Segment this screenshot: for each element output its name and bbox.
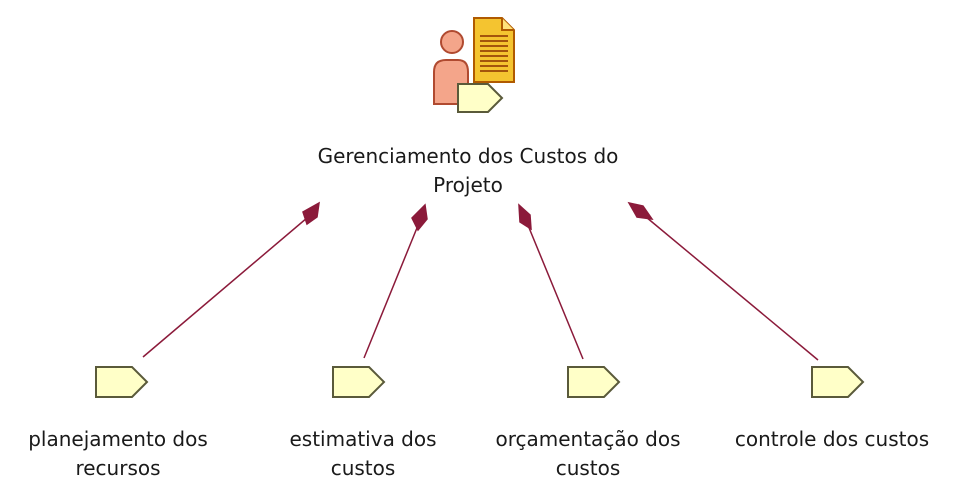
child-node-label[interactable]: estimativa dos custos [289, 427, 437, 480]
root-node-label[interactable]: Gerenciamento dos Custos do Projeto [317, 144, 619, 197]
process-tag-icon[interactable] [332, 366, 386, 398]
connector-line-2 [524, 217, 584, 360]
child-node-label[interactable]: orçamentação dos custos [495, 427, 681, 480]
child-node-label[interactable]: controle dos custos [734, 427, 930, 451]
connector-diamond-1 [411, 203, 428, 232]
process-tag-icon[interactable] [567, 366, 621, 398]
process-group-icon[interactable] [433, 17, 515, 113]
connector-diamond-2 [518, 203, 532, 231]
process-tag-icon[interactable] [811, 366, 865, 398]
process-tag-icon[interactable] [95, 366, 149, 398]
connector-diamond-3 [627, 201, 654, 220]
root-tag-shape [457, 83, 504, 113]
connectors [142, 201, 819, 361]
connector-line-1 [363, 217, 422, 359]
document-fold-shape [501, 18, 514, 31]
document-lines [480, 35, 508, 72]
person-head-shape [440, 30, 464, 54]
connector-line-0 [142, 211, 315, 358]
connector-diamond-0 [302, 201, 320, 226]
child-node-label[interactable]: planejamento dos recursos [28, 427, 208, 480]
connector-line-3 [639, 211, 819, 361]
